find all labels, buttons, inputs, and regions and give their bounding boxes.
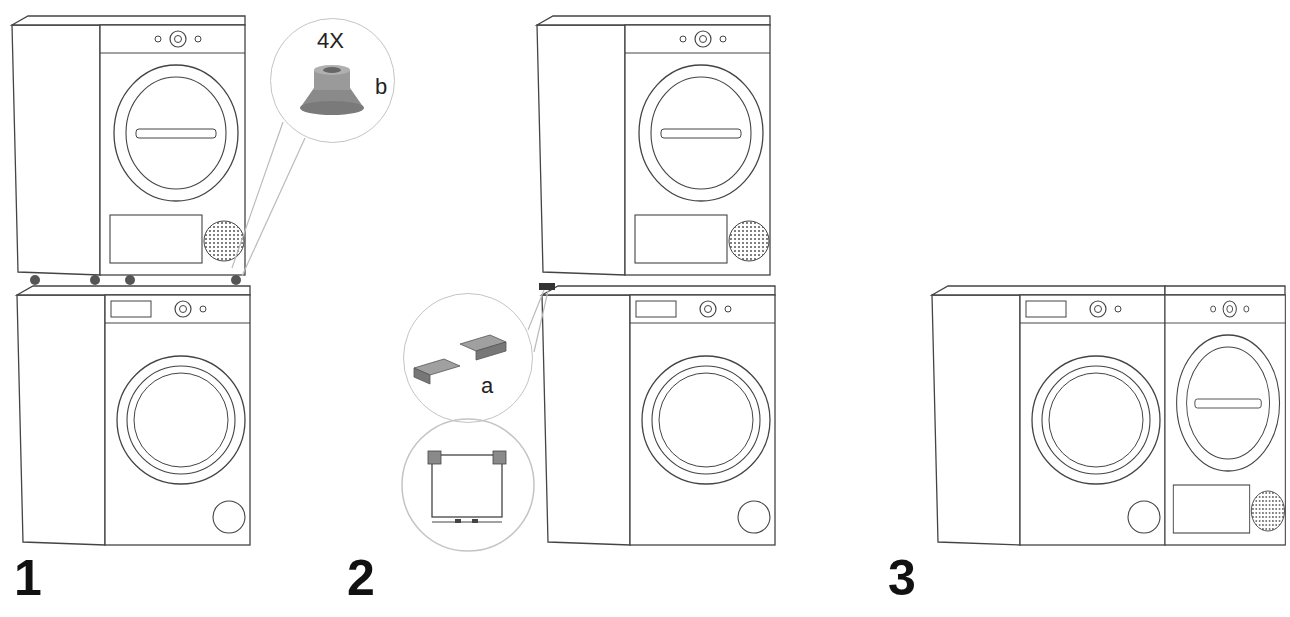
callout-circle: a	[403, 293, 533, 423]
step-number: 1	[14, 552, 42, 604]
washer	[932, 286, 1165, 545]
step-number: 2	[347, 552, 375, 604]
step-number: 3	[888, 552, 916, 604]
washer	[17, 286, 250, 545]
part-letter: a	[481, 374, 493, 398]
washer	[542, 286, 775, 545]
top-view-detail	[402, 419, 534, 551]
bracket-part	[403, 293, 533, 423]
dryer-stacked	[12, 16, 245, 275]
callout-circle: 4X b	[270, 18, 395, 143]
dryer-side-by-side	[1165, 286, 1285, 545]
bracket-placed	[539, 283, 555, 290]
part-letter: b	[375, 75, 387, 99]
quantity-label: 4X	[317, 29, 344, 53]
foot-part	[270, 18, 394, 142]
dryer-feet	[30, 275, 241, 285]
dryer-stacked	[537, 16, 770, 275]
leader-line	[232, 122, 305, 276]
